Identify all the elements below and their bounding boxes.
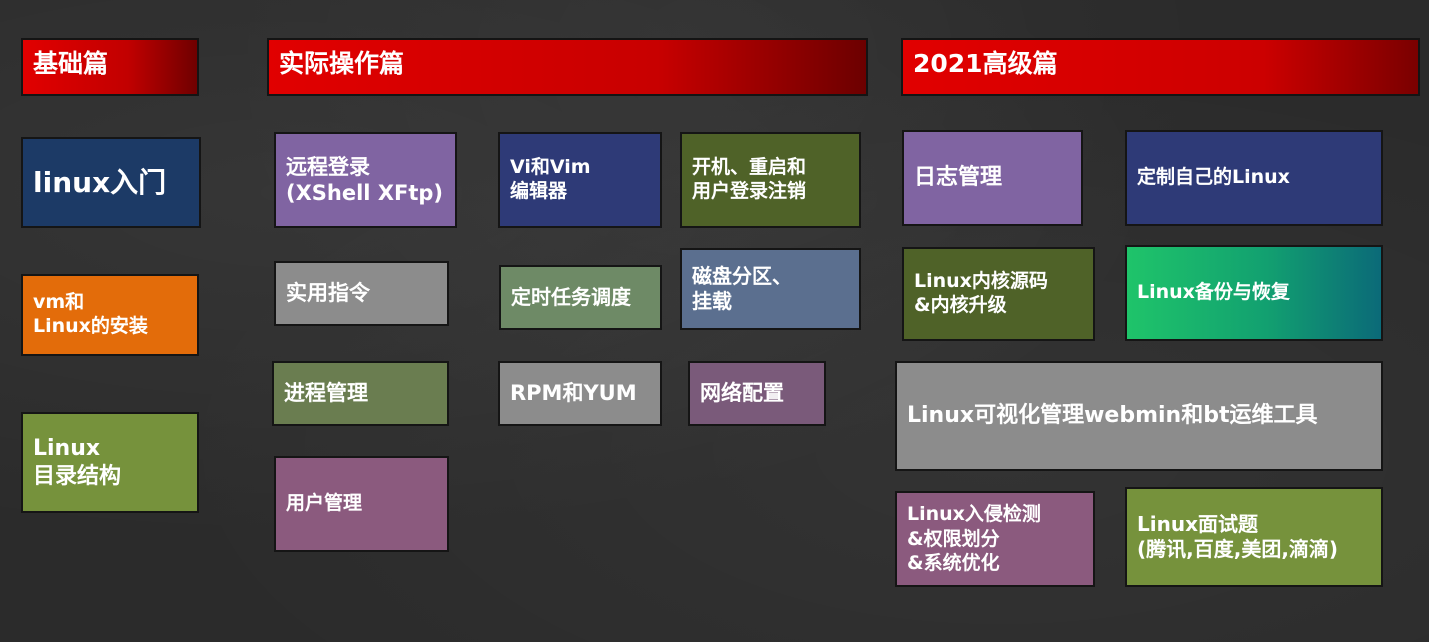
- topic-label: 网络配置: [700, 381, 784, 406]
- section-header-practical: 实际操作篇: [267, 38, 868, 96]
- section-header-advanced: 2021高级篇: [901, 38, 1420, 96]
- topic-label: 用户管理: [286, 492, 363, 515]
- section-title-practical: 实际操作篇: [279, 49, 405, 78]
- topic-network: 网络配置: [688, 361, 826, 426]
- topic-webmin: Linux可视化管理webmin和bt运维工具: [895, 361, 1383, 471]
- section-header-basic: 基础篇: [21, 38, 199, 96]
- topic-label: 磁盘分区、 挂载: [692, 264, 792, 313]
- topic-label: vm和 Linux的安装: [33, 291, 148, 337]
- topic-kernel: Linux内核源码 &内核升级: [902, 247, 1095, 341]
- topic-log-mgmt: 日志管理: [902, 130, 1083, 226]
- topic-intrusion: Linux入侵检测 &权限划分 &系统优化: [895, 491, 1095, 587]
- topic-disk-partition: 磁盘分区、 挂载: [680, 248, 861, 330]
- topic-label: 开机、重启和 用户登录注销: [692, 156, 807, 202]
- topic-vi-vim: Vi和Vim 编辑器: [498, 132, 662, 228]
- topic-label: 日志管理: [914, 165, 1003, 191]
- topic-label: Linux入侵检测 &权限划分 &系统优化: [907, 502, 1041, 575]
- topic-label: Linux备份与恢复: [1137, 281, 1290, 304]
- topic-label: Linux可视化管理webmin和bt运维工具: [907, 403, 1318, 429]
- topic-backup: Linux备份与恢复: [1125, 245, 1383, 341]
- topic-label: 实用指令: [286, 281, 370, 306]
- topic-label: linux入门: [33, 166, 167, 199]
- topic-label: 定时任务调度: [511, 285, 631, 309]
- topic-label: 远程登录 (XShell XFtp): [286, 154, 444, 205]
- topic-vm-install: vm和 Linux的安装: [21, 274, 199, 356]
- topic-linux-intro: linux入门: [21, 137, 201, 228]
- topic-label: RPM和YUM: [510, 381, 637, 406]
- topic-label: Linux内核源码 &内核升级: [914, 270, 1048, 316]
- topic-custom-linux: 定制自己的Linux: [1125, 130, 1383, 226]
- topic-practical-commands: 实用指令: [274, 261, 449, 326]
- topic-label: Linux面试题 (腾讯,百度,美团,滴滴): [1137, 512, 1339, 561]
- topic-label: 定制自己的Linux: [1137, 166, 1290, 189]
- section-title-advanced: 2021高级篇: [913, 49, 1058, 78]
- topic-rpm-yum: RPM和YUM: [498, 361, 662, 426]
- topic-interview: Linux面试题 (腾讯,百度,美团,滴滴): [1125, 487, 1383, 587]
- topic-user-mgmt: 用户管理: [274, 456, 449, 552]
- section-title-basic: 基础篇: [33, 49, 109, 78]
- topic-label: 进程管理: [284, 381, 368, 406]
- topic-dir-structure: Linux 目录结构: [21, 412, 199, 513]
- topic-label: Vi和Vim 编辑器: [510, 156, 591, 202]
- topic-label: Linux 目录结构: [33, 436, 122, 489]
- topic-process-mgmt: 进程管理: [272, 361, 449, 426]
- topic-remote-login: 远程登录 (XShell XFtp): [274, 132, 457, 228]
- topic-boot-restart: 开机、重启和 用户登录注销: [680, 132, 861, 228]
- topic-cron: 定时任务调度: [499, 265, 662, 330]
